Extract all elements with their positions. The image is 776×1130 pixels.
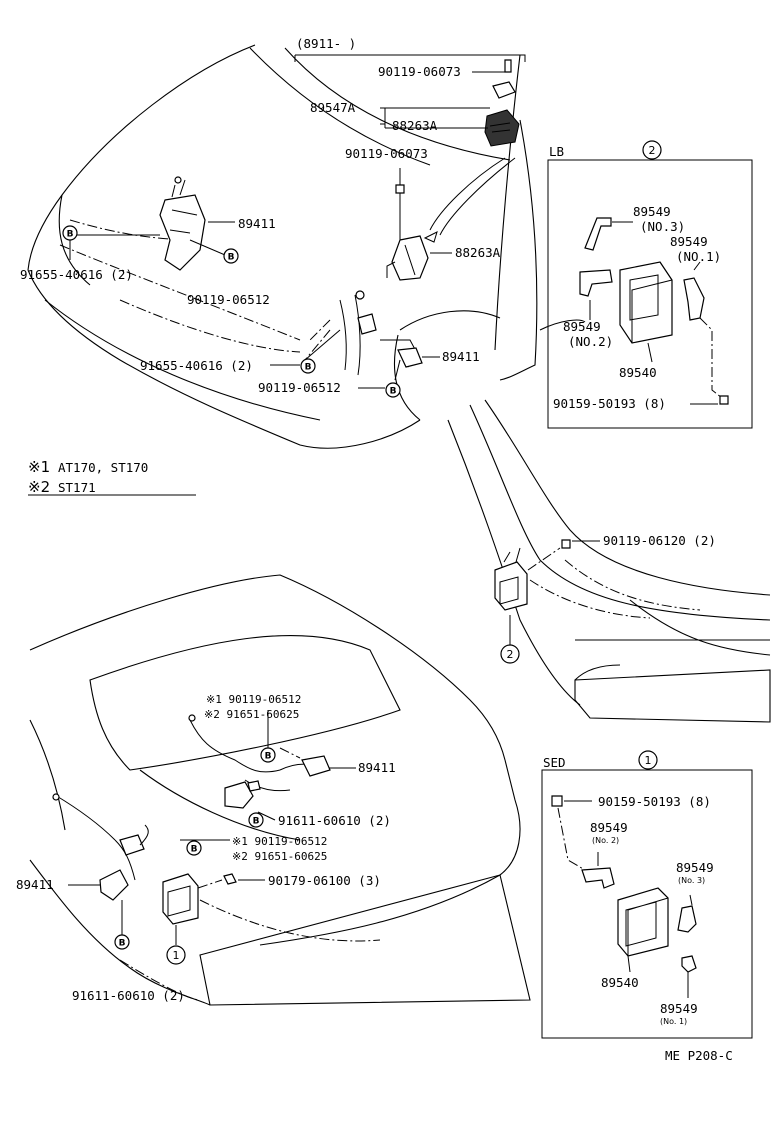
callout-b-3: B — [300, 358, 316, 374]
lb-label-2-sub: (NO.1) — [676, 249, 721, 264]
sed-label-5: 89549 — [660, 1001, 698, 1016]
label-m1-90119-06512-b: ※1 90119-06512 — [232, 835, 327, 848]
svg-text:B: B — [390, 387, 397, 397]
svg-text:B: B — [191, 845, 198, 855]
figure-reference: ME P208-C — [665, 1048, 733, 1063]
callout-b-1: B — [62, 225, 78, 241]
label-90119-06073-a: 90119-06073 — [378, 64, 461, 79]
lb-label-2: 89549 — [670, 234, 708, 249]
lb-rear-body — [447, 399, 771, 723]
lb-label-3: 89549 — [563, 319, 601, 334]
label-m2-91651-60625-a: ※2 91651-60625 — [204, 708, 299, 721]
lb-label-5: 90159-50193 (8) — [553, 396, 666, 411]
svg-text:B: B — [305, 363, 312, 373]
label-89547a: 89547A — [310, 100, 356, 115]
svg-text:B: B — [253, 817, 260, 827]
label-90119-06073-b: 90119-06073 — [345, 146, 428, 161]
sed-label-3: 89549 — [676, 860, 714, 875]
sed-ecu-callout: 1 — [173, 949, 180, 962]
lb-label-1: 89549 — [633, 204, 671, 219]
latch-mid — [386, 184, 429, 281]
front-body-outline — [27, 44, 586, 449]
sed-title: SED — [543, 755, 566, 770]
label-88263a-a: 88263A — [392, 118, 438, 133]
legend-mark-2: ※2 — [28, 478, 50, 496]
sed-label-1: 90159-50193 (8) — [598, 794, 711, 809]
sed-label-4: 89540 — [601, 975, 639, 990]
lock-cylinder-parts — [423, 59, 520, 243]
svg-text:B: B — [265, 752, 272, 762]
legend-mark-1: ※1 — [28, 458, 50, 476]
lb-ecu-callout: 2 — [507, 648, 514, 661]
legend-text-2: ST171 — [58, 480, 96, 495]
label-90119-06512-a: 90119-06512 — [187, 292, 270, 307]
label-89411-d: 89411 — [16, 877, 54, 892]
svg-text:B: B — [67, 230, 74, 240]
label-90119-06120: 90119-06120 (2) — [603, 533, 716, 548]
label-88263a-b: 88263A — [455, 245, 501, 260]
callout-b-6: B — [248, 812, 264, 828]
callout-b-7: B — [186, 840, 202, 856]
label-91655-40616-b: 91655-40616 (2) — [140, 358, 253, 373]
lb-label-4: 89540 — [619, 365, 657, 380]
latch-upper — [159, 176, 206, 271]
lb-inset-box: LB 2 89549 (NO.3) 89549 (NO.1) 89549 (NO… — [547, 140, 753, 429]
callout-b-2: B — [223, 248, 239, 264]
label-91611-60610-b: 91611-60610 (2) — [72, 988, 185, 1003]
label-89411-c: 89411 — [358, 760, 396, 775]
top-bracket-label: (8911- ) — [296, 36, 356, 51]
left-latch-parts — [52, 793, 149, 901]
callout-b-5: B — [260, 747, 276, 763]
legend: ※1 AT170, ST170 ※2 ST171 — [28, 458, 196, 496]
legend-text-1: AT170, ST170 — [58, 460, 148, 475]
lb-label-3-sub: (NO.2) — [568, 334, 613, 349]
top-bracket: (8911- ) — [294, 36, 526, 62]
sed-ecu-location: 1 — [162, 873, 265, 965]
label-91655-40616-a: 91655-40616 (2) — [20, 267, 133, 282]
sed-circle-num: 1 — [645, 754, 652, 767]
lb-ecu-location: 2 — [494, 539, 600, 664]
sed-label-2: 89549 — [590, 820, 628, 835]
svg-text:B: B — [119, 939, 126, 949]
label-m1-90119-06512-a: ※1 90119-06512 — [206, 693, 301, 706]
sed-label-3-sub: (No. 3) — [678, 876, 705, 885]
sed-label-5-sub: (No. 1) — [660, 1017, 687, 1026]
lb-title: LB — [549, 144, 564, 159]
lb-label-1-sub: (NO.3) — [640, 219, 685, 234]
label-90179-06100: 90179-06100 (3) — [268, 873, 381, 888]
label-90119-06512-b: 90119-06512 — [258, 380, 341, 395]
top-leaders — [69, 71, 505, 389]
sed-label-2-sub: (No. 2) — [592, 836, 619, 845]
rear-body-outline — [29, 574, 531, 1006]
svg-text:B: B — [228, 253, 235, 263]
lb-circle-num: 2 — [649, 144, 656, 157]
sed-inset-box: SED 1 90159-50193 (8) 89549 (No. 2) 8954… — [541, 750, 753, 1039]
trunk-latch-parts — [188, 714, 331, 809]
bottom-leaders — [68, 710, 356, 935]
callout-b-4: B — [385, 382, 401, 398]
label-89411-b: 89411 — [442, 349, 480, 364]
label-91611-60610-a: 91611-60610 (2) — [278, 813, 391, 828]
label-89411-a: 89411 — [238, 216, 276, 231]
callout-b-8: B — [114, 934, 130, 950]
label-m2-91651-60625-b: ※2 91651-60625 — [232, 850, 327, 863]
cable-assembly — [304, 290, 423, 376]
